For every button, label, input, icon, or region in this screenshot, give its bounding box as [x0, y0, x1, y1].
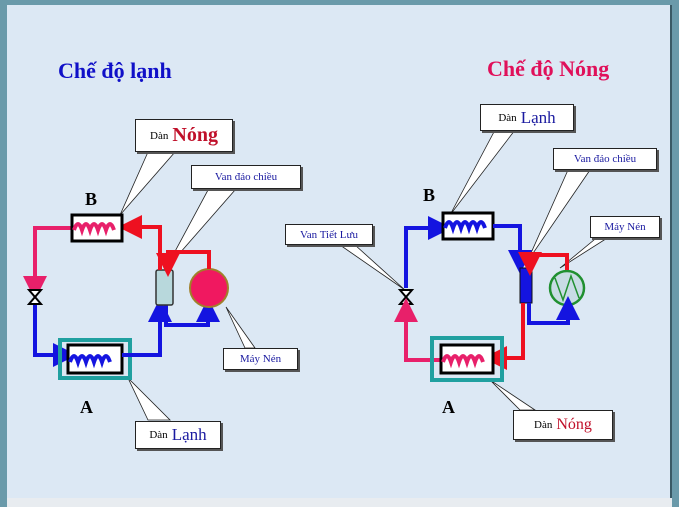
callout-emph: Nóng — [172, 124, 218, 146]
callout-prefix: Dàn — [150, 129, 169, 142]
bottom-bar — [7, 498, 672, 507]
expansion-valve-icon — [26, 289, 44, 305]
callout-prefix: Dàn — [534, 419, 553, 431]
compressor-icon — [189, 268, 229, 308]
callout-pointer-coil-b — [449, 129, 516, 216]
callout-pointer-coil-a — [489, 379, 537, 411]
coil-a-housing — [430, 336, 504, 382]
reversing-valve-icon — [155, 269, 174, 306]
left-cycle — [23, 151, 256, 421]
callout-reversing-valve: Van đảo chiều — [191, 165, 301, 189]
left-label-b: B — [85, 189, 98, 209]
callout-evaporator: Dàn Lạnh — [135, 421, 221, 449]
pipe-compressor-to-reversing-r — [518, 252, 569, 276]
left-label-a: A — [80, 397, 93, 417]
callout-emph: Lạnh — [520, 107, 556, 127]
pipe-coil-b-to-reversing — [493, 224, 532, 274]
callout-coil-a: Dàn Nóng — [513, 410, 613, 440]
coil-a-icon — [441, 354, 485, 369]
pipe-reversing-to-compressor-r — [527, 296, 580, 325]
pipe-reversing-to-coil-a — [483, 303, 525, 370]
expansion-valve-icon-r — [397, 289, 415, 305]
condenser-coil-icon — [72, 222, 116, 237]
right-title: Chế độ Nóng — [487, 56, 610, 81]
callout-pointer-valve-r — [526, 169, 591, 263]
callout-condenser: Dàn Nóng — [135, 119, 233, 152]
callout-compressor-r: Máy Nén — [590, 216, 660, 238]
callout-prefix: Dàn — [149, 429, 168, 441]
callout-compressor: Máy Nén — [223, 348, 298, 370]
pipe-valve-to-coil-b — [404, 216, 452, 288]
right-label-a: A — [442, 397, 455, 417]
callout-prefix: Dàn — [498, 111, 517, 124]
evaporator-housing — [58, 338, 132, 380]
pipe-reversing-to-condenser — [118, 215, 162, 270]
callout-pointer-valve — [164, 189, 236, 271]
pipe-reversing-to-compressor — [164, 298, 220, 327]
callout-pointer-evaporator — [127, 377, 171, 421]
pipe-coil-a-to-valve — [394, 298, 440, 362]
callout-pointer-compressor — [225, 306, 256, 349]
reversing-valve-icon-r — [519, 267, 533, 304]
pipe-compressor-to-reversing — [156, 250, 211, 277]
pipe-valve-to-evaporator — [33, 305, 77, 367]
callout-reversing-valve-r: Van đảo chiều — [553, 148, 657, 170]
pipe-evaporator-to-reversing — [122, 298, 172, 357]
right-cycle — [338, 129, 614, 411]
callout-emph: Nóng — [556, 416, 592, 433]
right-label-b: B — [423, 185, 436, 205]
evaporator-coil-icon — [68, 354, 112, 369]
callout-coil-b: Dàn Lạnh — [480, 104, 574, 131]
left-title: Chế độ lạnh — [58, 58, 172, 83]
callout-expansion-valve: Van Tiết Lưu — [285, 224, 373, 245]
pipe-condenser-to-valve — [23, 226, 72, 300]
callout-pointer-expansion — [338, 244, 406, 291]
coil-b-icon — [443, 220, 487, 235]
callout-pointer-condenser — [119, 151, 176, 216]
callout-emph: Lạnh — [171, 425, 207, 444]
